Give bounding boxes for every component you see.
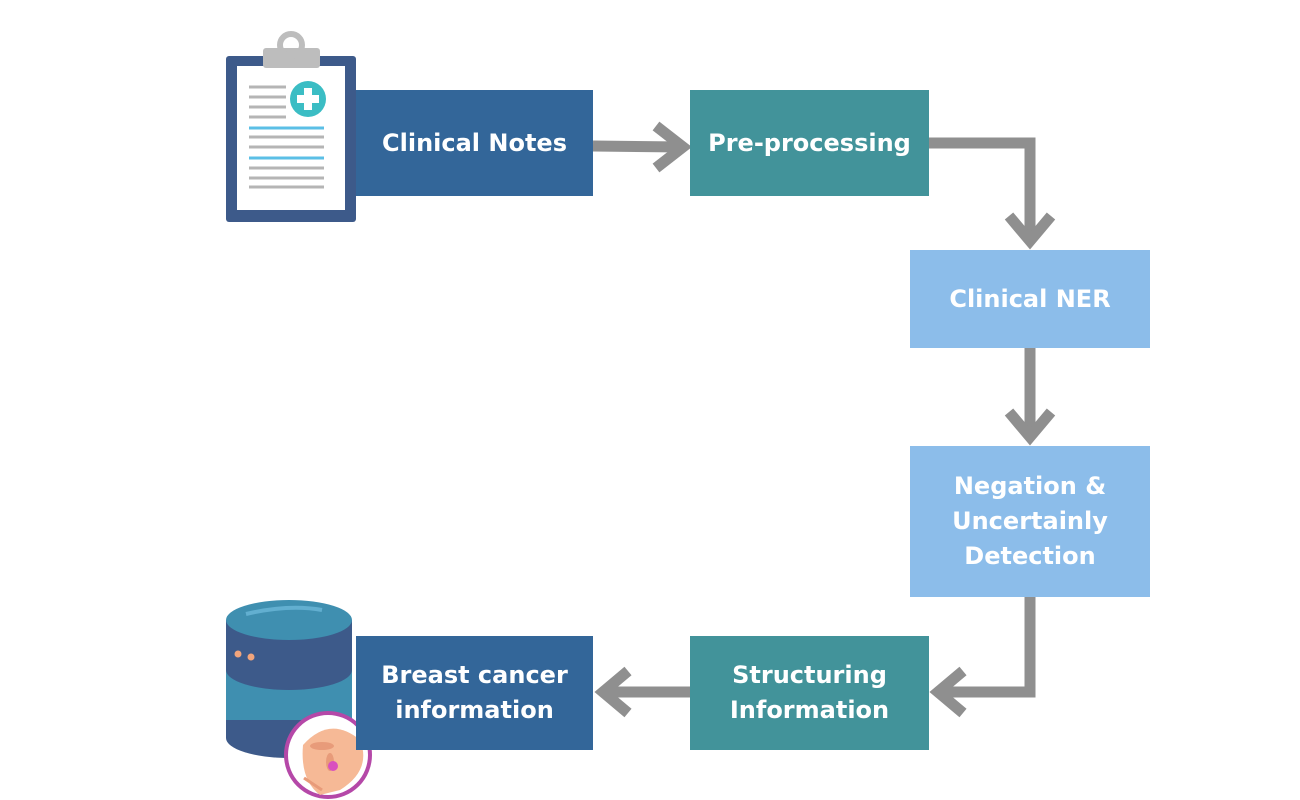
arrow-ner-to-negation [1004,348,1056,446]
clinical-ner-label: Clinical NER [949,284,1111,313]
negation-detection-box: Negation & Uncertainly Detection [910,446,1150,597]
arrow-negation-to-structuring [929,597,1036,718]
negation-label-line-1: Negation & [953,472,1107,500]
arrow-notes-to-preprocessing [592,121,692,173]
arrow-preprocessing-to-ner [929,137,1056,250]
clinical-notes-box: Clinical Notes [356,90,593,196]
breast-cancer-label-line-1: Breast cancer [381,661,568,689]
arrow-structuring-to-breast [594,666,690,718]
structuring-label-line-2: Information [729,696,890,724]
breast-cancer-information-box: Breast cancer information [356,636,593,750]
clinical-ner-box: Clinical NER [910,250,1150,348]
pre-processing-label: Pre-processing [708,128,911,157]
negation-label-line-2: Uncertainly [952,507,1108,535]
clinical-notes-label: Clinical Notes [382,128,567,157]
breast-cancer-label-line-2: information [395,696,554,724]
structuring-information-box: Structuring Information [690,636,929,750]
structuring-label-line-1: Structuring [732,661,887,689]
negation-label-line-3: Detection [964,542,1096,570]
pre-processing-box: Pre-processing [690,90,929,196]
